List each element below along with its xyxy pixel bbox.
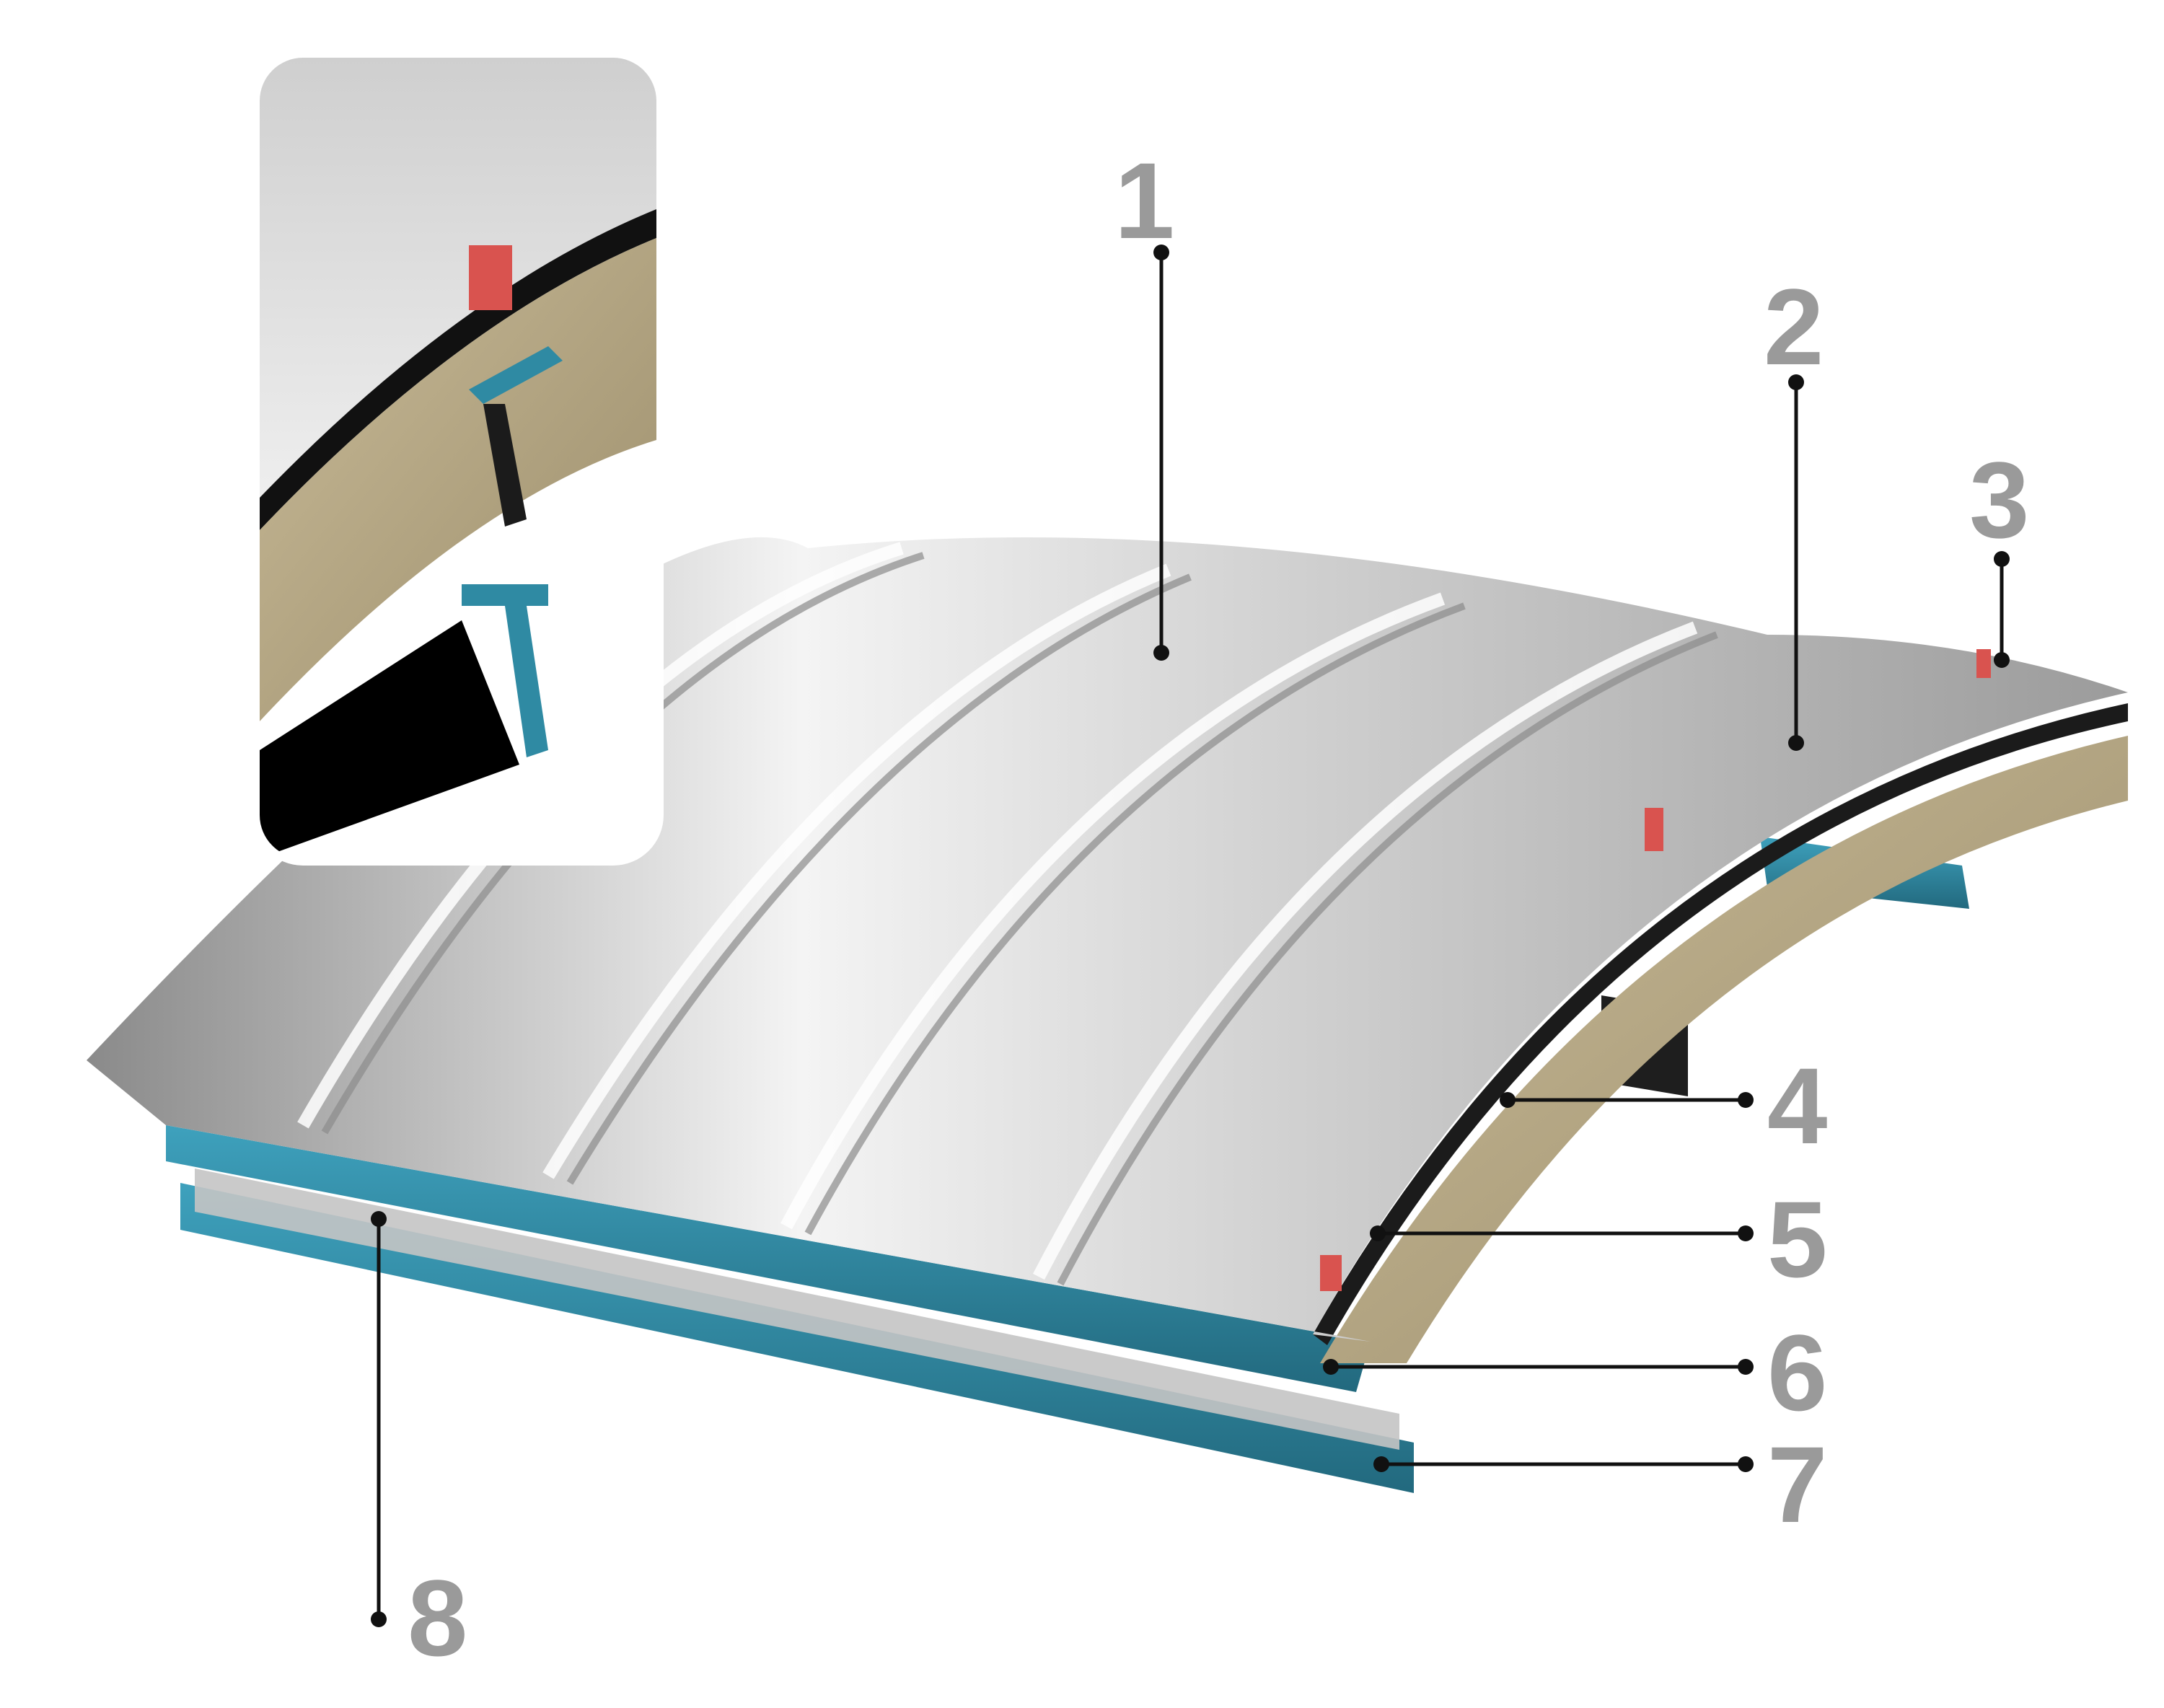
leader-dot-4-end xyxy=(1500,1092,1516,1108)
leader-lines xyxy=(371,245,2010,1627)
callout-6-label: 6 xyxy=(1767,1312,1827,1433)
leader-dot-1-start xyxy=(1153,245,1169,260)
callout-2-label: 2 xyxy=(1764,266,1824,387)
leader-dot-6-start xyxy=(1738,1359,1754,1375)
clip-red-2 xyxy=(1976,649,1991,678)
callout-5-label: 5 xyxy=(1767,1179,1827,1300)
leader-dot-3-end xyxy=(1994,652,2010,668)
callout-labels: 1 2 3 4 5 6 7 8 xyxy=(408,140,2029,1678)
leader-dot-5-start xyxy=(1738,1225,1754,1241)
clip-red-1 xyxy=(1645,808,1663,851)
callout-4-label: 4 xyxy=(1767,1045,1827,1166)
leader-dot-7-start xyxy=(1738,1456,1754,1472)
leader-dot-8-end xyxy=(371,1211,387,1227)
clip-red-3 xyxy=(1320,1255,1342,1291)
detail-inset xyxy=(252,50,664,866)
callout-1-label: 1 xyxy=(1114,140,1174,261)
leader-dot-1-end xyxy=(1153,645,1169,661)
leader-dot-7-end xyxy=(1373,1456,1389,1472)
callout-8-label: 8 xyxy=(408,1557,467,1678)
purlin-upper-shape xyxy=(166,1125,1371,1392)
leader-dot-8-start xyxy=(371,1611,387,1627)
leader-dot-2-start xyxy=(1788,374,1804,390)
leader-dot-2-end xyxy=(1788,735,1804,751)
insulation-shape xyxy=(1320,736,2128,1363)
callout-7-label: 7 xyxy=(1767,1424,1827,1545)
base-deck-shape xyxy=(195,1168,1399,1450)
leader-dot-4-start xyxy=(1738,1092,1754,1108)
leader-dot-3-start xyxy=(1994,551,2010,567)
callout-3-label: 3 xyxy=(1969,439,2029,560)
leader-dot-5-end xyxy=(1370,1225,1386,1241)
leader-dot-6-end xyxy=(1323,1359,1339,1375)
